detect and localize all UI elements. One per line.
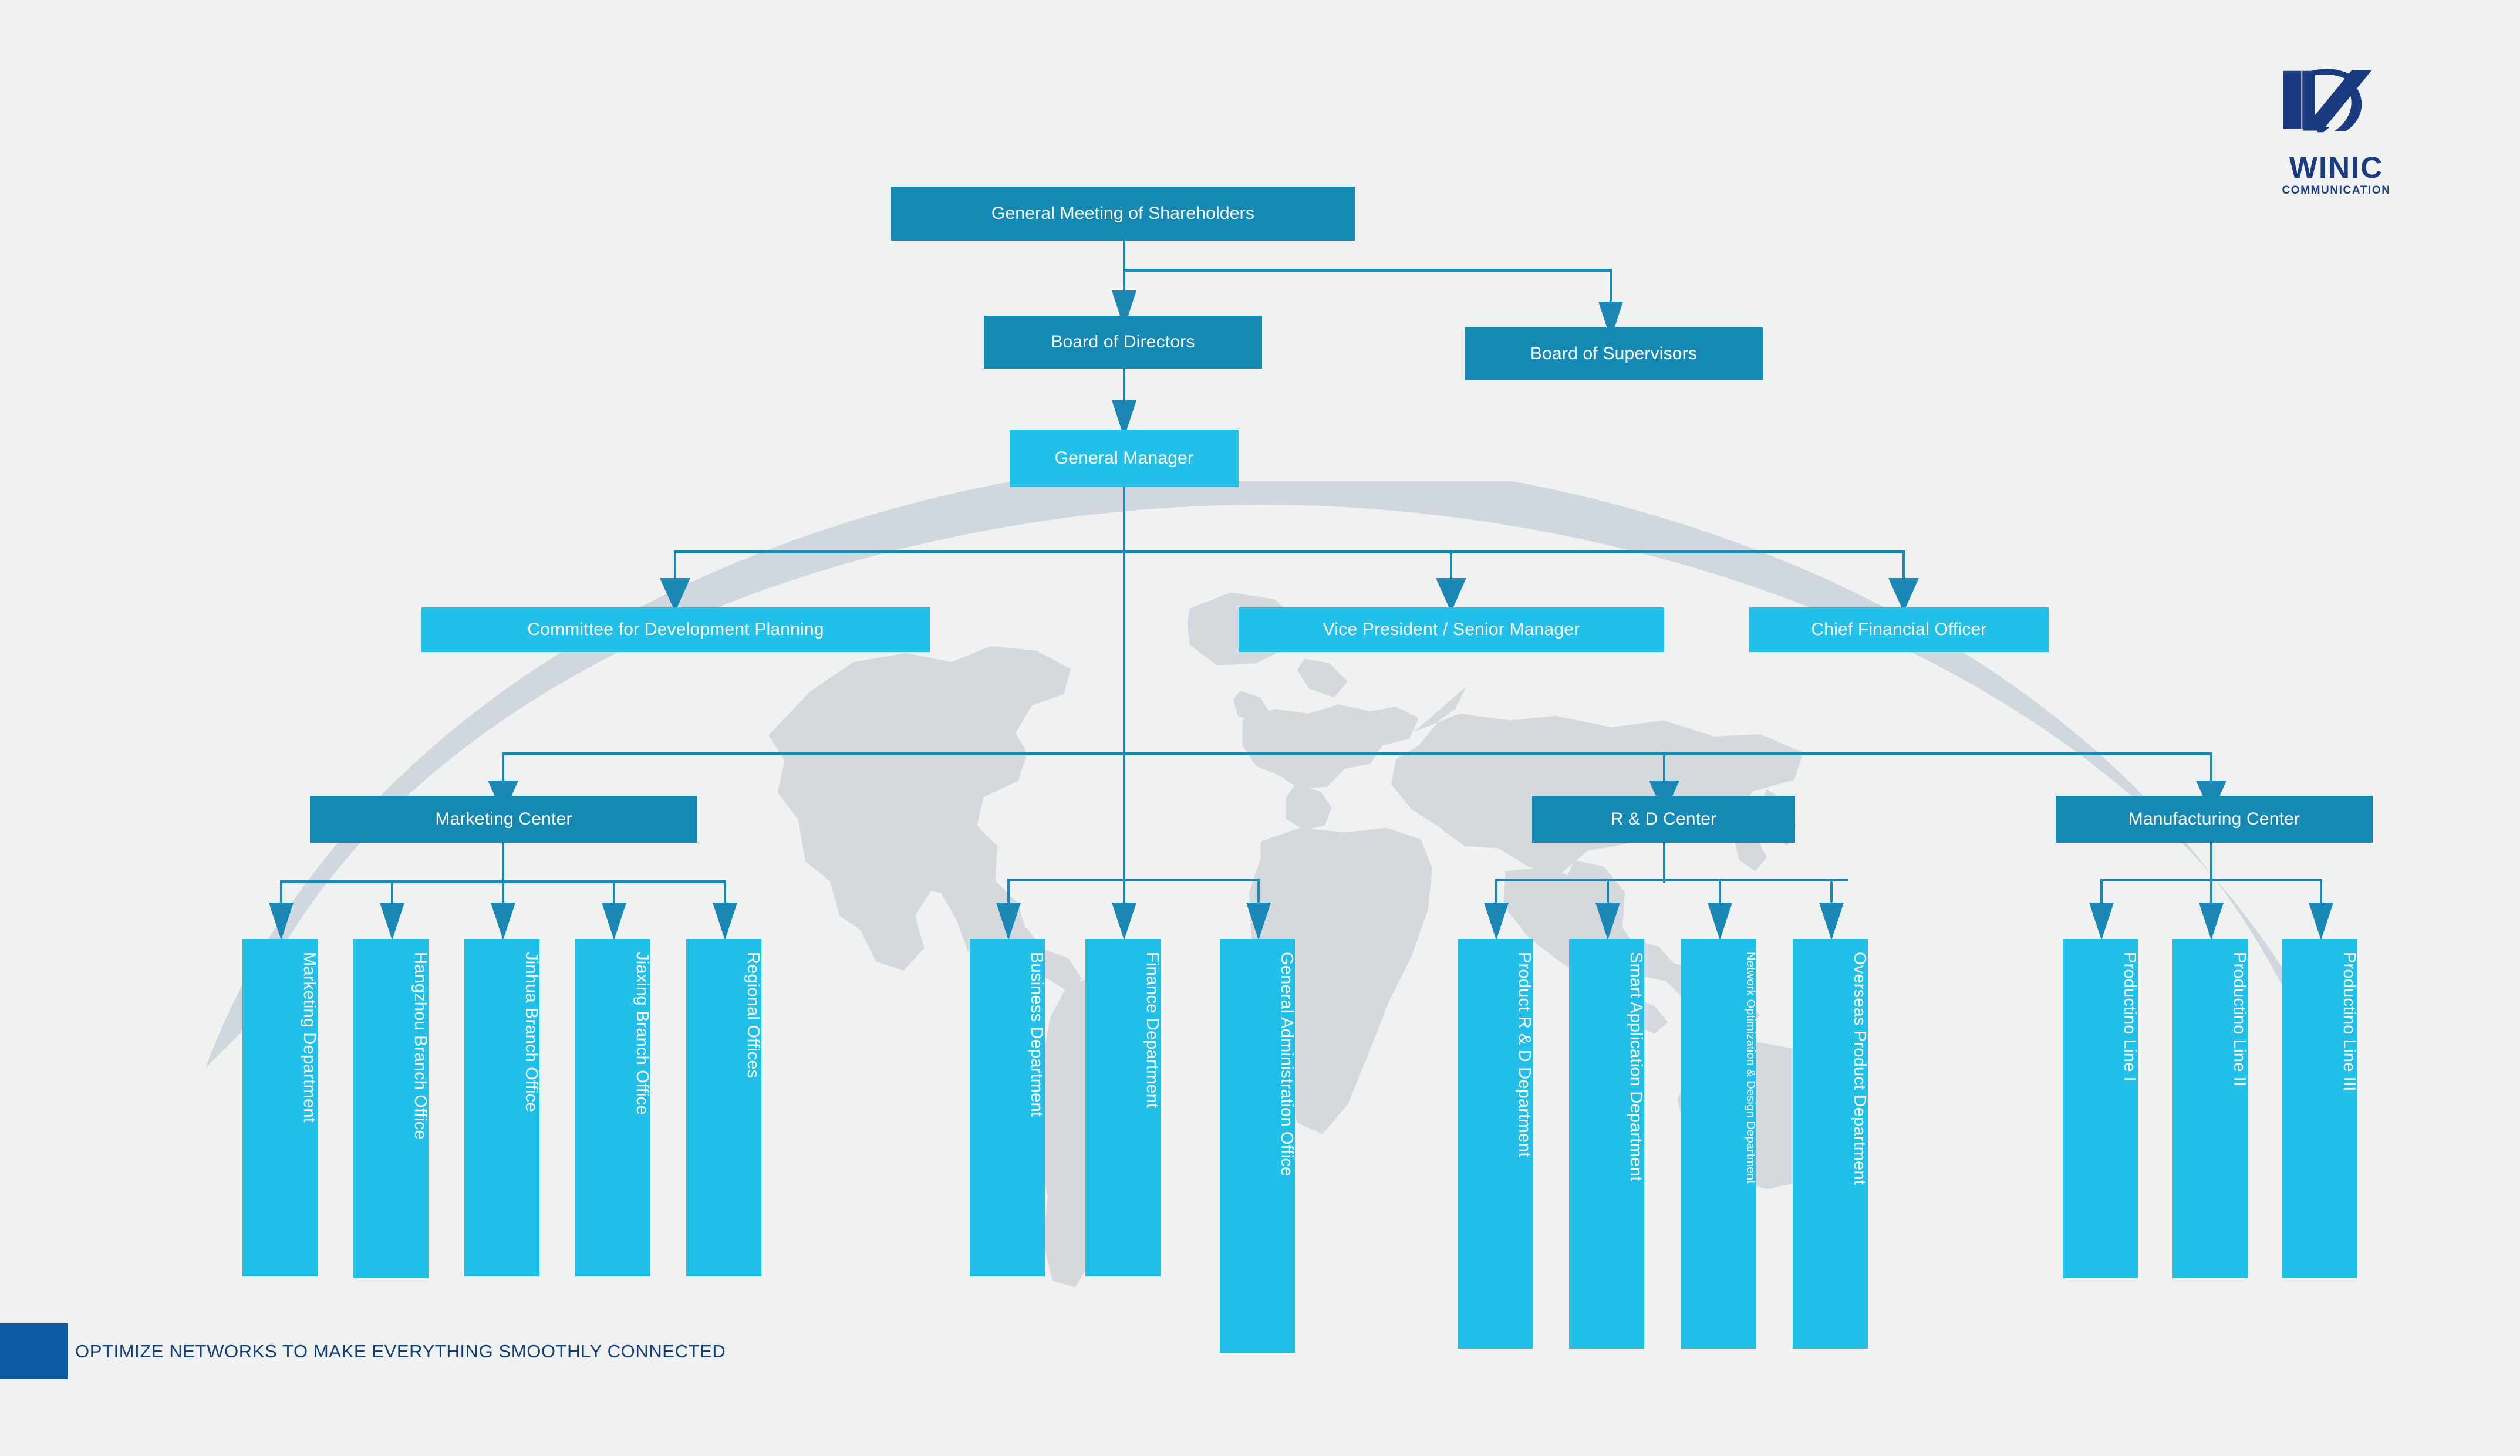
arrowhead-cfo <box>1888 578 1919 612</box>
node-general-administration-office[interactable]: General Administration Office <box>1220 939 1296 1353</box>
connector-to-cfo <box>1902 550 1905 583</box>
node-overseas-product-department[interactable]: Overseas Product Department <box>1793 939 1869 1349</box>
arrowhead-production-line-2 <box>2199 903 2224 940</box>
connector-to-board-supervisors <box>1610 269 1612 306</box>
connector-exec-bus <box>674 550 1905 553</box>
connector-to-board-directors <box>1123 269 1125 295</box>
node-marketing-center[interactable]: Marketing Center <box>310 796 697 843</box>
winic-logo-icon <box>2283 69 2372 133</box>
node-production-line-1[interactable]: Productino Line I <box>2063 939 2139 1278</box>
connector-rd-child-3 <box>1719 879 1721 905</box>
connector-shareholders-down <box>1123 241 1125 270</box>
connector-centers-bus <box>502 752 2212 755</box>
connector-to-rd-center <box>1663 752 1665 785</box>
node-board-of-directors[interactable]: Board of Directors <box>984 316 1262 369</box>
connector-to-committee <box>674 550 676 583</box>
connector-admin-child-1 <box>1007 879 1010 905</box>
connector-directors-to-gm <box>1123 369 1125 404</box>
connector-admin-child-3 <box>1257 879 1260 905</box>
connector-marketing-child-5 <box>724 880 726 905</box>
connector-to-vice-president <box>1450 550 1452 583</box>
arrowhead-business-department <box>996 903 1021 940</box>
connector-admin-child-2 <box>1123 879 1125 905</box>
connector-marketing-child-2 <box>391 880 393 905</box>
node-network-optimization-design-department[interactable]: Network Optimization & Design Department <box>1681 939 1757 1349</box>
arrowhead-overseas-product-department <box>1819 903 1844 940</box>
node-marketing-department[interactable]: Marketing Department <box>242 939 319 1276</box>
arrowhead-hangzhou-branch <box>380 903 404 940</box>
connector-rd-child-2 <box>1607 879 1609 905</box>
node-jinhua-branch-office[interactable]: Jinhua Branch Office <box>464 939 541 1276</box>
arrowhead-vice-president <box>1436 578 1466 612</box>
brand-subtitle: COMMUNICATION <box>2282 184 2391 197</box>
node-finance-department[interactable]: Finance Department <box>1085 939 1162 1276</box>
node-general-manager[interactable]: General Manager <box>1010 430 1239 487</box>
connector-rd-child-1 <box>1495 879 1497 905</box>
connector-marketing-center-down <box>502 842 504 883</box>
node-business-department[interactable]: Business Department <box>970 939 1046 1276</box>
arrowhead-jinhua-branch <box>491 903 515 940</box>
node-chief-financial-officer[interactable]: Chief Financial Officer <box>1749 607 2049 652</box>
node-manufacturing-center[interactable]: Manufacturing Center <box>2056 796 2373 843</box>
brand-name: WINIC <box>2289 151 2384 184</box>
brand-logo: WINIC COMMUNICATION <box>2263 65 2427 200</box>
connector-rd-center-down <box>1663 842 1665 883</box>
node-board-of-supervisors[interactable]: Board of Supervisors <box>1465 327 1763 380</box>
node-vice-president-senior-manager[interactable]: Vice President / Senior Manager <box>1239 607 1664 652</box>
arrowhead-smart-application-department <box>1595 903 1620 940</box>
footer-accent-block <box>0 1323 68 1379</box>
connector-rd-child-4 <box>1830 879 1833 905</box>
node-jiaxing-branch-office[interactable]: Jiaxing Branch Office <box>575 939 652 1276</box>
connector-shareholders-bus <box>1123 269 1612 272</box>
connector-rd-children-bus <box>1495 879 1848 881</box>
arrowhead-jiaxing-branch <box>602 903 626 940</box>
arrowhead-finance-department <box>1112 903 1136 940</box>
node-hangzhou-branch-office[interactable]: Hangzhou Branch Office <box>353 939 430 1278</box>
connector-to-marketing-center <box>502 752 504 785</box>
arrowhead-general-administration-office <box>1246 903 1271 940</box>
connector-manufacturing-child-2 <box>2210 879 2212 905</box>
connector-to-manufacturing-center <box>2210 752 2212 785</box>
node-committee-for-development-planning[interactable]: Committee for Development Planning <box>421 607 930 652</box>
node-general-meeting-of-shareholders[interactable]: General Meeting of Shareholders <box>891 187 1355 241</box>
connector-gm-spine <box>1123 487 1125 910</box>
node-production-line-2[interactable]: Productino Line II <box>2172 939 2249 1278</box>
arrowhead-regional-offices <box>713 903 737 940</box>
arrowhead-network-optimization-department <box>1708 903 1732 940</box>
arrowhead-production-line-3 <box>2309 903 2333 940</box>
node-production-line-3[interactable]: Productino Line III <box>2282 939 2359 1278</box>
connector-manufacturing-child-1 <box>2100 879 2103 905</box>
node-smart-application-department[interactable]: Smart Application Department <box>1569 939 1645 1349</box>
node-rd-center[interactable]: R & D Center <box>1532 796 1795 843</box>
connector-admin-children-bus <box>1007 879 1260 881</box>
connector-manufacturing-child-3 <box>2320 879 2322 905</box>
node-product-rd-department[interactable]: Product R & D Department <box>1458 939 1534 1349</box>
connector-marketing-child-4 <box>613 880 615 905</box>
arrowhead-product-rd-department <box>1484 903 1509 940</box>
arrowhead-production-line-1 <box>2089 903 2114 940</box>
connector-marketing-child-3 <box>502 880 504 905</box>
connector-manufacturing-center-down <box>2210 842 2212 883</box>
connector-marketing-child-1 <box>280 880 282 905</box>
arrowhead-marketing-department <box>269 903 294 940</box>
arrowhead-committee <box>660 578 690 612</box>
footer-tagline: OPTIMIZE NETWORKS TO MAKE EVERYTHING SMO… <box>75 1341 726 1362</box>
node-regional-offices[interactable]: Regional Offices <box>686 939 763 1276</box>
